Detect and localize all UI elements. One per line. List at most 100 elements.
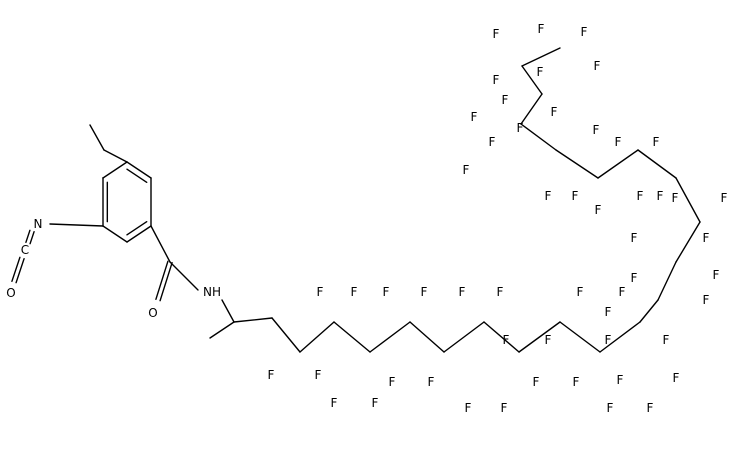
fluorine-atom-label: F [463, 163, 470, 177]
atom-label-layer: N C O O NH [6, 217, 221, 320]
perfluoro-chain-bond [521, 47, 561, 67]
perfluoro-chain-bond [483, 321, 520, 353]
perfluoro-chain-bond [409, 321, 445, 353]
fluorine-atom-label: F [351, 285, 358, 299]
fluorine-atom-label: F [428, 375, 435, 389]
carbonyl-oxygen-label: O [148, 306, 157, 320]
perfluoro-chain-bond [559, 321, 601, 353]
fluorine-atom-label: F [631, 271, 638, 285]
fluorine-atom-label: F [713, 268, 720, 282]
fluorine-atom-label: F [315, 368, 322, 382]
fluorine-atom-label: F [421, 285, 428, 299]
perfluoro-chain-bond [637, 149, 677, 179]
fluorine-atom-label: F [503, 333, 510, 347]
fluorine-atom-label: F [471, 110, 478, 124]
fluorine-atom-label: F [389, 375, 396, 389]
fluorine-atom-label: F [605, 333, 612, 347]
fluorine-atom-label: F [465, 401, 472, 415]
fluorine-atom-label: F [647, 401, 654, 415]
fluorine-atom-label: F [545, 333, 552, 347]
isocyanate-bond [49, 223, 104, 227]
ring-bond [102, 161, 128, 179]
perfluoro-chain-bond [675, 221, 701, 263]
fluorine-atom-label: F [617, 373, 624, 387]
carbonyl-bond [150, 225, 171, 263]
fluorine-atom-label: F [607, 401, 614, 415]
bond-layer [11, 47, 701, 353]
methyl-bond [89, 124, 105, 151]
fluorine-atom-label: F [673, 371, 680, 385]
fluorine-atom-label: F [703, 293, 710, 307]
fluorine-atom-label: F [573, 375, 580, 389]
perfluoro-chain-bond [333, 321, 371, 353]
chain-bond [233, 317, 273, 323]
ring-bond [126, 161, 152, 179]
ring-inner-bond [126, 168, 148, 184]
fluorine-atom-label: F [493, 73, 500, 87]
isocyanate-double-bond [25, 229, 31, 244]
amide-bond [169, 261, 199, 291]
perfluoro-chain-bond [599, 321, 641, 353]
fluorine-atom-label: F [459, 285, 466, 299]
isocyanate-double-bond [15, 257, 25, 284]
fluorine-atom-label: F [545, 189, 552, 203]
perfluoro-chain-bond [555, 149, 599, 179]
fluorine-atom-label: F [672, 191, 679, 205]
fluorine-atom-label: F [493, 27, 500, 41]
fluorine-atom-label: F [317, 285, 324, 299]
fluorine-atom-label: F [581, 25, 588, 39]
methyl-bond [103, 149, 128, 163]
fluorine-atom-label: F [595, 203, 602, 217]
fluorine-atom-label: F [501, 401, 508, 415]
fluorine-atom-label: F [538, 22, 545, 36]
carbonyl-double-bond [155, 260, 169, 301]
amide-bond [221, 299, 235, 323]
perfluoro-chain-bond [520, 93, 543, 125]
methyl-bond [209, 321, 235, 339]
fluorine-atom-label: F [268, 368, 275, 382]
fluorine-atom-label: F [619, 285, 626, 299]
perfluoro-chain-bond [443, 321, 485, 353]
perfluoro-chain-bond [518, 321, 561, 353]
fluorine-atom-label: F [703, 231, 710, 245]
perfluoro-chain-bond [597, 149, 639, 179]
fluorine-atom-label: F [594, 59, 601, 73]
perfluoro-chain-bond [639, 299, 659, 323]
fluorine-atom-label: F [637, 189, 644, 203]
fluorine-atom-label: F [653, 135, 660, 149]
ring-inner-bond [126, 220, 148, 236]
isocyanate-nitrogen-label: N [34, 217, 43, 231]
fluorine-atom-label: F [383, 285, 390, 299]
carbonyl-double-bond [159, 261, 173, 302]
isocyanate-double-bond [11, 256, 21, 283]
perfluoro-chain-bond [521, 65, 543, 95]
fluorine-atom-label: F [497, 285, 504, 299]
perfluoro-chain-bond [657, 261, 677, 301]
fluorine-atom-label: F [533, 375, 540, 389]
fluorine-atom-label: F [517, 121, 524, 135]
ring-bond [102, 225, 128, 243]
fluorine-atom-label: F [331, 396, 338, 410]
fluorine-atom-label: F [721, 191, 728, 205]
isocyanate-oxygen-label: O [6, 286, 15, 300]
perfluoro-chain-bond [271, 317, 301, 353]
perfluoro-chain-bond [299, 321, 335, 353]
perfluoro-chain-bond [369, 321, 411, 353]
perfluoro-chain-bond [520, 123, 557, 151]
fluorine-atom-label: F [657, 189, 664, 203]
fluorine-atom-label: F [663, 333, 670, 347]
amide-nh-label: NH [203, 285, 221, 299]
ring-bond [126, 225, 152, 243]
fluorine-atom-label: F [502, 93, 509, 107]
fluorine-atom-label: F [605, 305, 612, 319]
isocyanate-carbon-label: C [21, 243, 29, 257]
isocyanate-double-bond [29, 230, 35, 245]
fluorine-atom-label: F [593, 123, 600, 137]
fluorine-atom-label: F [577, 285, 584, 299]
fluorine-atom-label: F [537, 65, 544, 79]
fluorine-atom-label: F [631, 231, 638, 245]
fluorine-atom-label: F [551, 105, 558, 119]
